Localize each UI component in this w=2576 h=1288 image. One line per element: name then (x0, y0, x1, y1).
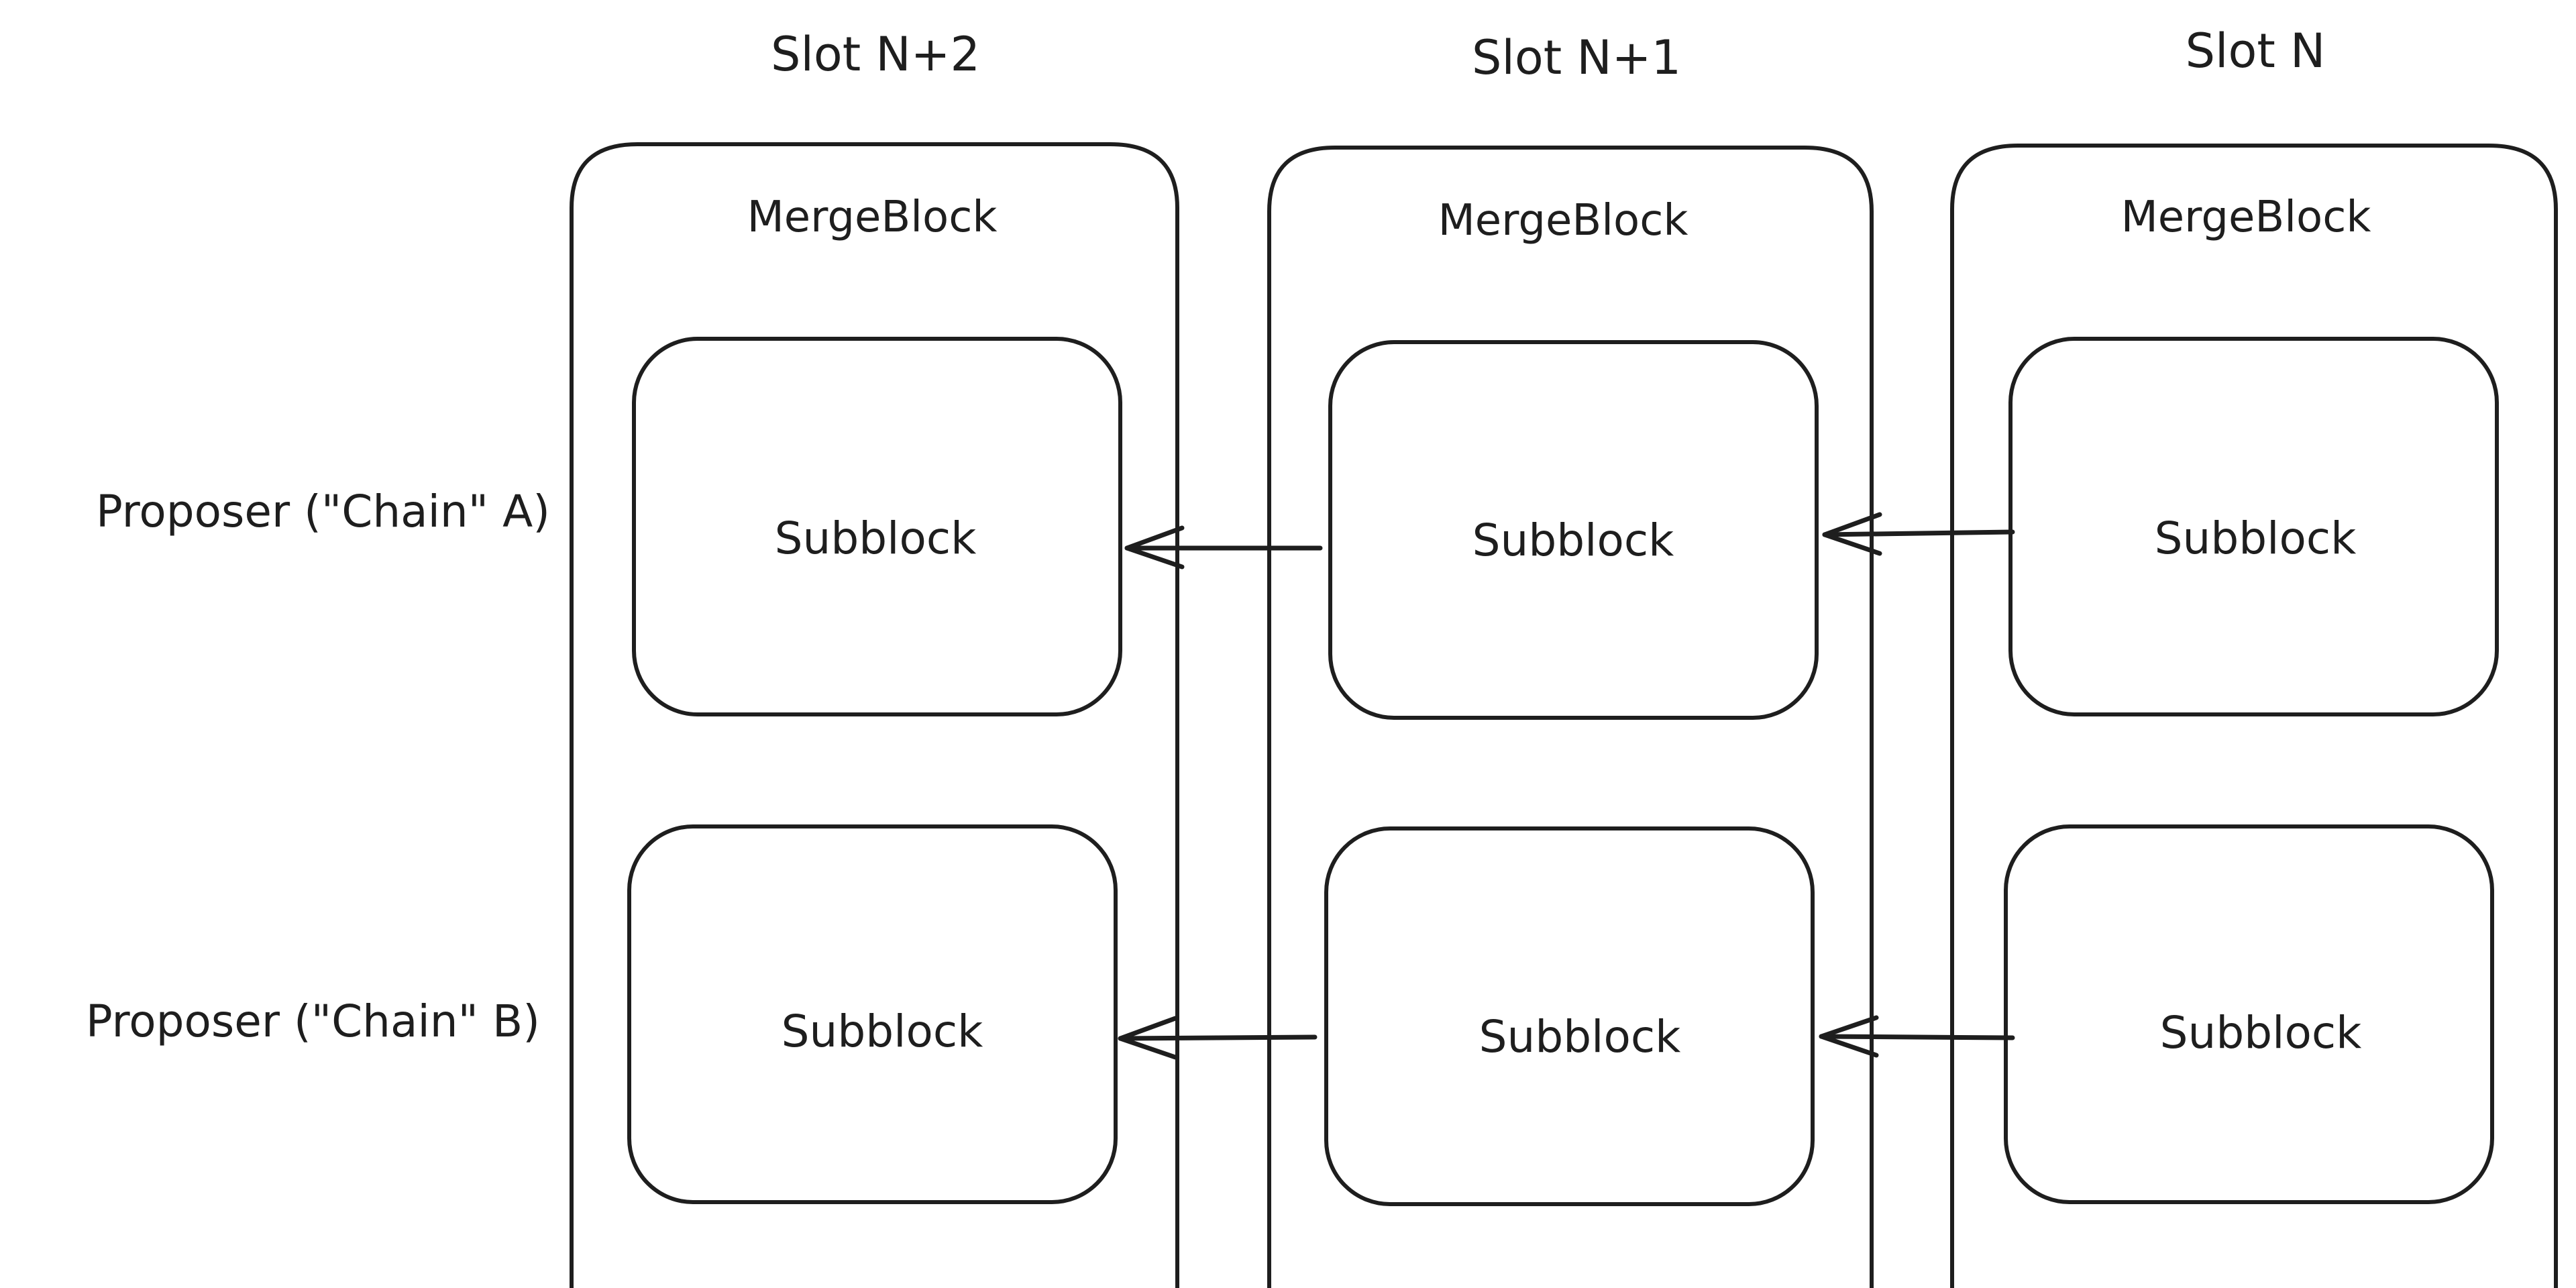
slot-title: Slot N (2186, 23, 2326, 78)
subblock-label-chain-b: Subblock (2160, 1007, 2363, 1059)
subblock-box-chain-b (1324, 826, 1815, 1206)
subblock-box-chain-a (632, 337, 1122, 716)
subblock-box-chain-b (627, 824, 1118, 1204)
mergeblock-container (1267, 146, 1874, 1288)
mergeblock-label: MergeBlock (1438, 196, 1688, 246)
slot-column-n: Slot N MergeBlock Subblock Subblock (1950, 23, 2558, 1288)
arrow-n-plus-1-to-n-plus-2-chain-a (1124, 525, 1323, 570)
mergeblock-label: MergeBlock (2121, 193, 2371, 242)
slot-column-n-plus-2: Slot N+2 MergeBlock Subblock Subblock (570, 27, 1179, 1288)
subblock-label-chain-b: Subblock (782, 1006, 984, 1057)
arrow-n-plus-1-to-n-plus-2-chain-b (1118, 1016, 1318, 1060)
subblock-box-chain-b (2004, 824, 2494, 1204)
mergeblock-container (570, 142, 1179, 1288)
subblock-label-chain-b: Subblock (1479, 1011, 1682, 1063)
row-label-chain-a: Proposer ("Chain" A) (96, 486, 550, 537)
mergeblock-container (1950, 144, 2558, 1288)
slot-title: Slot N+1 (1472, 30, 1681, 85)
slot-title: Slot N+2 (771, 27, 980, 82)
mergeblock-label: MergeBlock (747, 193, 998, 242)
subblock-label-chain-a: Subblock (1472, 515, 1675, 566)
subblock-box-chain-a (2008, 337, 2499, 716)
subblock-label-chain-a: Subblock (2155, 513, 2357, 564)
arrow-n-to-n-plus-1-chain-b (1819, 1015, 2015, 1058)
slot-column-n-plus-1: Slot N+1 MergeBlock Subblock Subblock (1267, 30, 1874, 1288)
arrow-n-to-n-plus-1-chain-a (1822, 512, 2015, 556)
subblock-box-chain-a (1328, 340, 1819, 720)
subblock-label-chain-a: Subblock (775, 513, 977, 564)
row-label-chain-b: Proposer ("Chain" B) (86, 996, 540, 1047)
